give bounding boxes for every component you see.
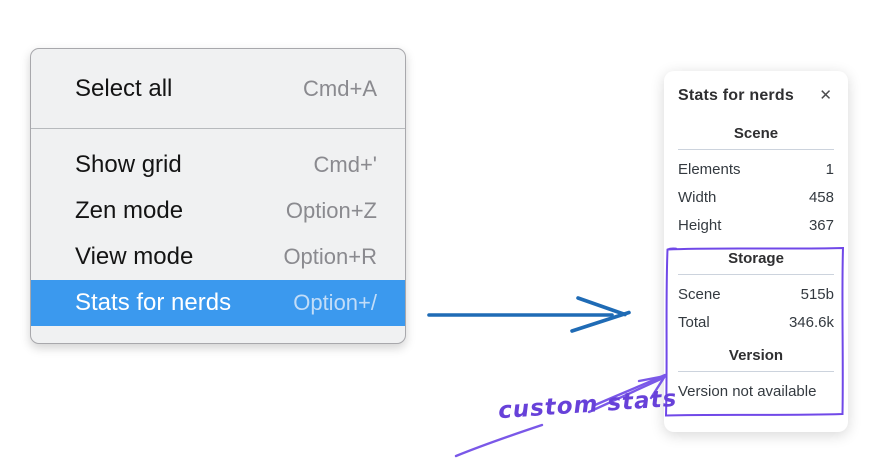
section-heading: Scene bbox=[733, 125, 779, 142]
menu-item-shortcut: Option+Z bbox=[285, 198, 377, 223]
menu-item-label: View mode bbox=[75, 243, 194, 270]
section-scene: Scene Elements 1 Width 458 Height 367 bbox=[678, 125, 834, 240]
version-status-text: Version not available bbox=[678, 383, 817, 400]
section-divider bbox=[678, 274, 834, 275]
menu-item-shortcut: Option+R bbox=[283, 244, 377, 269]
stat-label: Height bbox=[678, 217, 722, 234]
stat-row: Elements 1 bbox=[678, 156, 834, 184]
menu-item-zen-mode[interactable]: Zen mode Option+Z bbox=[31, 188, 405, 234]
menu-item-shortcut: Cmd+A bbox=[303, 75, 377, 101]
section-version: Version Version not available bbox=[678, 347, 834, 406]
stat-label: Elements bbox=[678, 161, 741, 178]
stat-row: Scene 515b bbox=[678, 281, 834, 309]
stats-for-nerds-panel: Stats for nerds ✕ Scene Elements 1 Width… bbox=[664, 71, 848, 432]
menu-divider bbox=[31, 128, 405, 129]
menu-item-label: Zen mode bbox=[75, 197, 184, 224]
menu-item-label: Show grid bbox=[75, 151, 182, 178]
menu-item-label: Select all bbox=[75, 74, 173, 102]
stat-value: 515b bbox=[800, 286, 834, 303]
panel-title: Stats for nerds bbox=[678, 86, 794, 104]
menu-item-show-grid[interactable]: Show grid Cmd+' bbox=[31, 142, 405, 188]
stat-label: Scene bbox=[678, 286, 721, 303]
section-heading: Version bbox=[728, 347, 784, 364]
context-menu: Select all Cmd+A Show grid Cmd+' Zen mod… bbox=[30, 48, 406, 344]
section-divider bbox=[678, 371, 834, 372]
menu-item-stats-for-nerds[interactable]: Stats for nerds Option+/ bbox=[31, 280, 405, 326]
section-divider bbox=[678, 149, 834, 150]
stat-row: Width 458 bbox=[678, 184, 834, 212]
right-arrow-icon bbox=[427, 296, 631, 333]
stat-row: Total 346.6k bbox=[678, 309, 834, 337]
menu-item-view-mode[interactable]: View mode Option+R bbox=[31, 234, 405, 280]
menu-item-label: Stats for nerds bbox=[75, 289, 232, 316]
stat-value: 346.6k bbox=[788, 314, 834, 331]
stat-value: 1 bbox=[825, 161, 834, 178]
menu-item-shortcut: Option+/ bbox=[293, 290, 377, 315]
section-storage: Storage Scene 515b Total 346.6k bbox=[678, 250, 834, 337]
custom-stats-annotation: custom stats bbox=[497, 385, 679, 425]
stat-row: Height 367 bbox=[678, 212, 834, 240]
close-icon[interactable]: ✕ bbox=[819, 87, 832, 104]
stat-value: 458 bbox=[808, 189, 834, 206]
stat-label: Total bbox=[678, 314, 710, 331]
stat-label: Width bbox=[678, 189, 717, 206]
section-heading: Storage bbox=[728, 250, 784, 267]
menu-item-shortcut: Cmd+' bbox=[313, 152, 378, 177]
stat-value: 367 bbox=[808, 217, 834, 234]
menu-item-select-all[interactable]: Select all Cmd+A bbox=[31, 66, 405, 112]
